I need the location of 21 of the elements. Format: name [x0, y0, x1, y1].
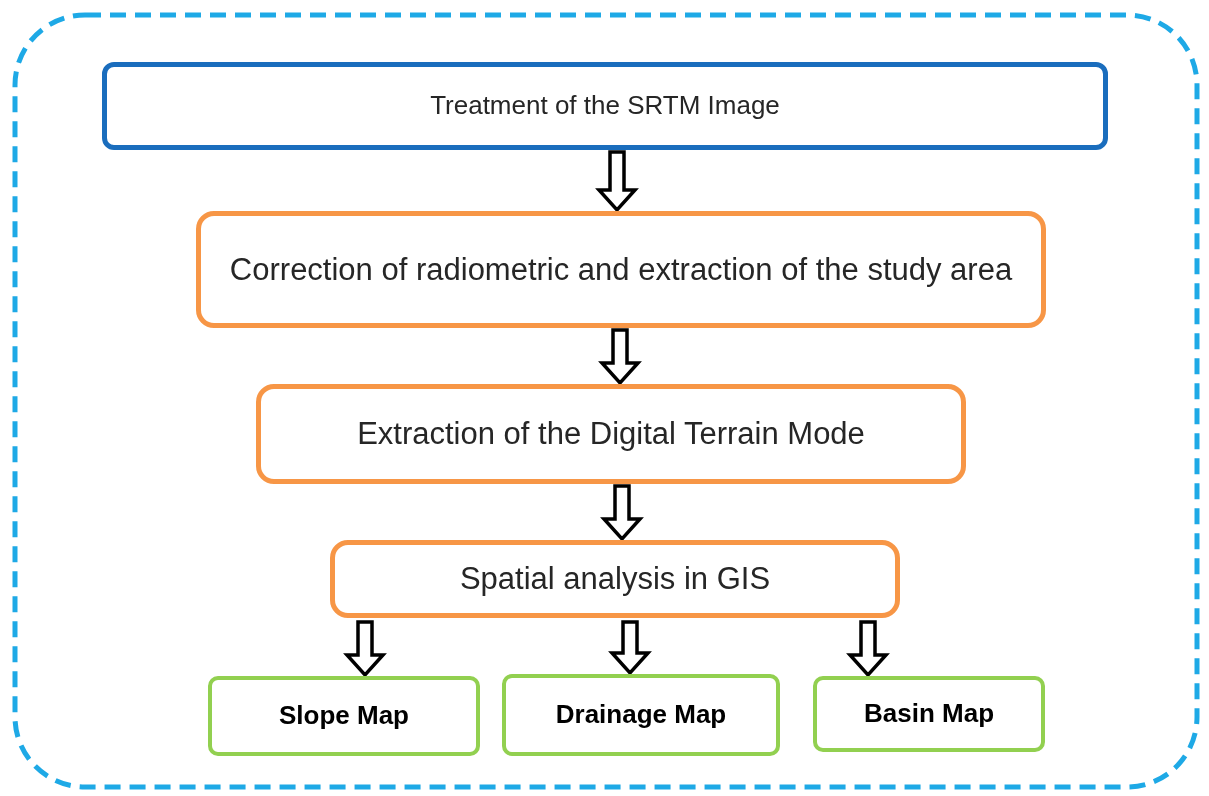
- block-arrow: [846, 620, 890, 678]
- process-box: [330, 540, 900, 618]
- box-label: Spatial analysis in GIS: [459, 560, 771, 598]
- block-arrow: [600, 484, 644, 542]
- output-box: [813, 676, 1045, 752]
- block-arrow: [595, 150, 639, 213]
- process-box: [102, 62, 1108, 150]
- box-label: Extraction of the Digital Terrain Mode: [357, 415, 865, 453]
- block-arrow: [598, 328, 642, 386]
- output-box: [208, 676, 480, 756]
- block-arrow: [343, 620, 387, 678]
- dashed-frame: [12, 12, 1200, 790]
- box-label: Slope Map: [279, 700, 409, 732]
- box-label: Correction of radiometric and extraction of the study area: [229, 250, 1013, 289]
- process-box: [196, 211, 1046, 328]
- output-box: [502, 674, 780, 756]
- box-label: Drainage Map: [555, 699, 727, 731]
- box-label: Basin Map: [864, 698, 994, 730]
- box-label: Treatment of the SRTM Image: [430, 90, 780, 122]
- block-arrow: [608, 620, 652, 676]
- process-box: [256, 384, 966, 484]
